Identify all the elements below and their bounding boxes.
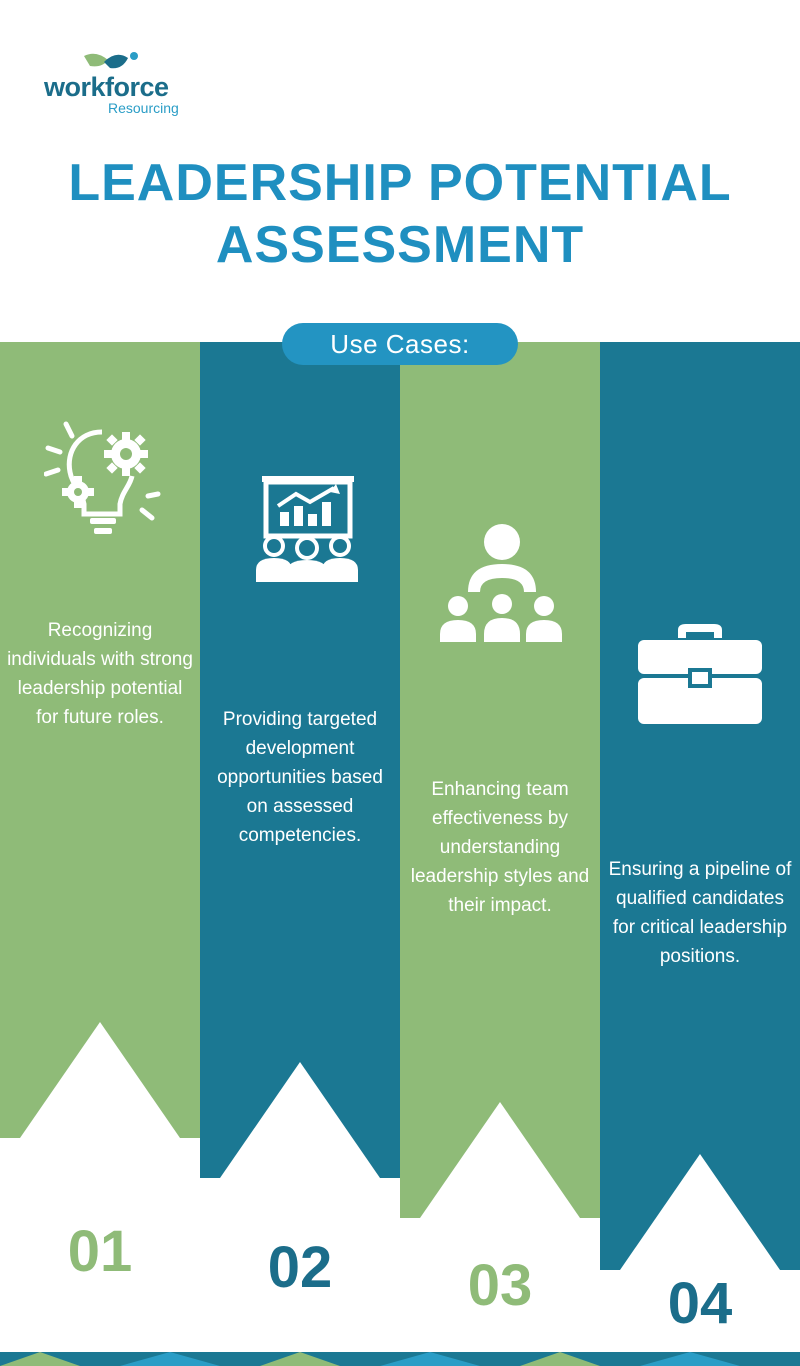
presentation-board-team-icon [256,476,358,582]
case-column-3 [400,342,600,1218]
case-4-description: Ensuring a pipeline of qualified candida… [608,859,792,967]
title-line-2: ASSESSMENT [215,216,585,274]
case-4-number: 04 [667,1271,733,1336]
title-line-1: LEADERSHIP POTENTIAL [68,154,732,212]
case-column-1 [0,342,200,1138]
use-cases-label: Use Cases: [282,323,518,365]
case-3-description: Enhancing team effectiveness by understa… [410,779,590,916]
page-title: LEADERSHIP POTENTIAL ASSESSMENT [0,152,800,276]
peak-1 [20,1022,180,1138]
case-2-number: 02 [267,1235,333,1300]
case-2-description: Providing targeted development opportuni… [217,709,383,846]
peak-3 [420,1102,580,1218]
peak-4 [620,1154,780,1270]
logo-subtitle: Resourcing [108,100,179,116]
case-3-number: 03 [467,1253,533,1318]
lightbulb-gears-icon [44,421,161,534]
company-logo: workforce Resourcing [44,48,194,118]
team-hierarchy-icon [440,524,562,642]
case-1-description: Recognizing individuals with strong lead… [7,620,193,728]
case-1-number: 01 [67,1219,133,1284]
case-column-4 [600,342,800,1270]
logo-wordmark: workforce [44,72,169,102]
wave-logo-icon [84,52,138,69]
briefcase-icon [638,624,762,724]
peak-2 [220,1062,380,1178]
footer-pattern [0,1352,800,1366]
